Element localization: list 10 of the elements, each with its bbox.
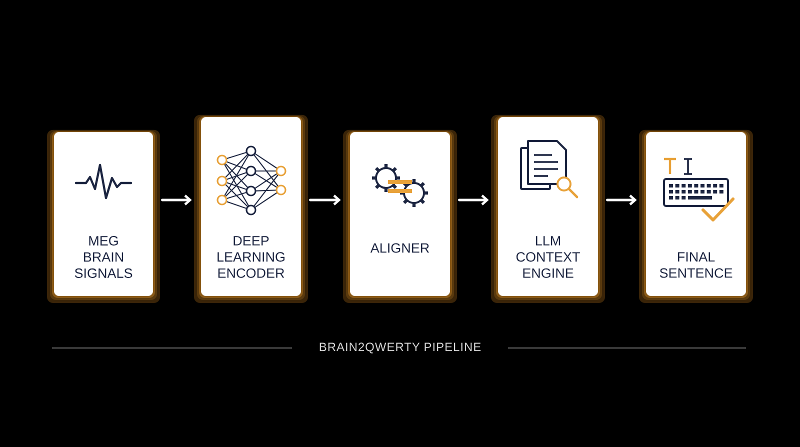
process-card: FINAL SENTENCE <box>646 132 746 296</box>
arrow <box>309 194 341 206</box>
arrow <box>161 194 192 206</box>
process-card: MEG BRAIN SIGNALS <box>54 132 153 296</box>
process-card: DEEP LEARNING ENCODER <box>201 117 301 296</box>
process-card: LLM CONTEXT ENGINE <box>498 117 598 296</box>
process-card: ALIGNER <box>350 132 450 296</box>
arrow <box>458 194 489 206</box>
pipeline-title: BRAIN2QWERTY PIPELINE <box>320 342 481 354</box>
arrow <box>606 194 637 206</box>
